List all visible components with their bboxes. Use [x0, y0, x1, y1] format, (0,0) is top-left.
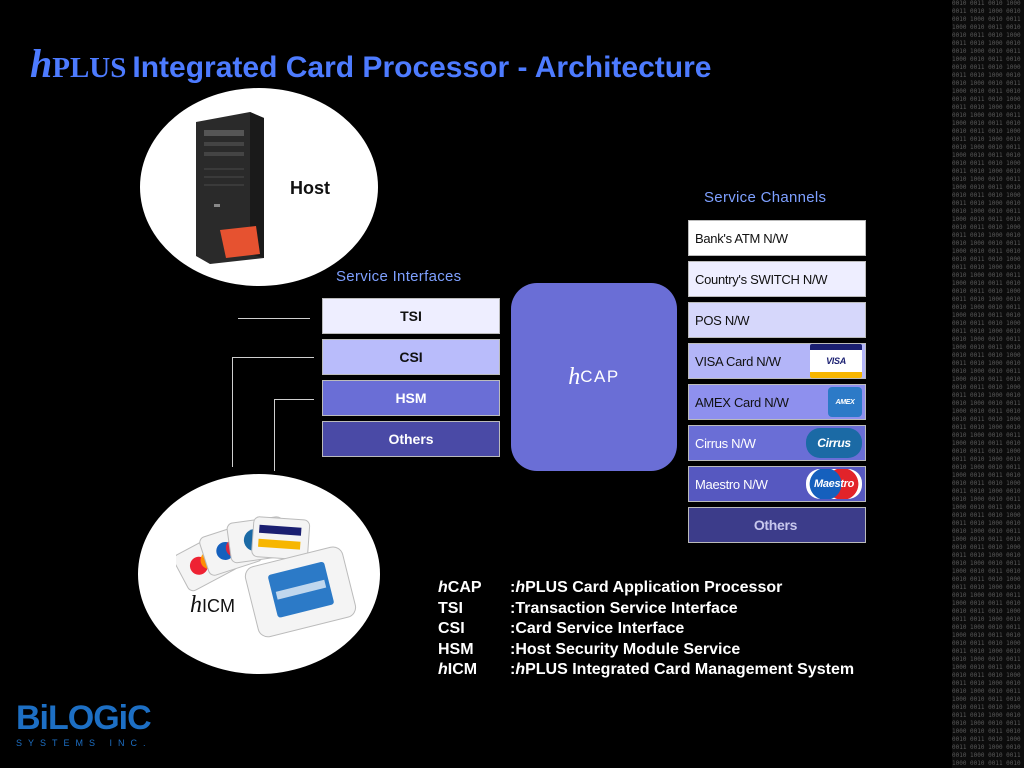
service-channel-item: Maestro N/W Maestro — [688, 466, 866, 502]
legend-abbr-h: h — [438, 579, 448, 596]
legend-sep: : — [510, 661, 516, 678]
service-channel-label: VISA Card N/W — [695, 353, 781, 369]
hcap-label: CAP — [580, 367, 620, 386]
title-h: h — [30, 41, 53, 86]
legend-sep: : — [510, 579, 516, 596]
legend-sep: : — [510, 599, 516, 617]
service-channel-label: Others — [753, 517, 798, 533]
legend-sep: : — [510, 620, 516, 637]
host-label: Host — [290, 178, 330, 198]
service-channel-item: Bank's ATM N/W — [688, 220, 866, 256]
hcap-h: h — [568, 363, 581, 390]
service-channel-label: POS N/W — [695, 312, 750, 328]
legend-abbr: ICM — [447, 661, 478, 678]
service-channel-item: Country's SWITCH N/W — [688, 261, 866, 297]
service-interface-tsi: TSI — [322, 298, 500, 334]
maestro-logo-icon: Maestro — [806, 469, 862, 499]
service-channel-item: Cirrus N/W Cirrus — [688, 425, 866, 461]
service-channel-label: AMEX Card N/W — [695, 394, 789, 410]
service-channel-item: VISA Card N/W VISA — [688, 343, 866, 379]
amex-logo-icon: AMEX — [828, 387, 862, 417]
legend-row: TSI: Transaction Service Interface — [438, 599, 854, 620]
service-interfaces-heading: Service Interfaces — [336, 268, 462, 285]
service-interface-csi: CSI — [322, 339, 500, 375]
visa-logo-icon: VISA — [810, 344, 862, 378]
title-text: Integrated Card Processor - Architecture — [132, 51, 712, 84]
icm-text: ICM — [202, 596, 235, 616]
legend-sep: : — [510, 640, 516, 658]
server-tower-icon — [196, 112, 264, 264]
legend-abbr-h: h — [438, 661, 448, 678]
company-logo-tagline: SYSTEMS INC. — [16, 738, 152, 748]
legend-abbr: CSI — [438, 620, 465, 637]
company-logo-name: BiLOGiC — [16, 699, 152, 737]
service-channel-label: Country's SWITCH N/W — [695, 271, 828, 287]
service-channel-item: Others — [688, 507, 866, 543]
service-channels-heading: Service Channels — [704, 189, 827, 206]
connector-line — [238, 318, 310, 319]
cirrus-logo-icon: Cirrus — [806, 428, 862, 458]
legend-desc: Card Service Interface — [515, 620, 685, 637]
icm-h: h — [190, 592, 202, 618]
service-channel-item: AMEX Card N/W AMEX — [688, 384, 866, 420]
legend-desc: PLUS Integrated Card Management System — [525, 661, 855, 678]
legend-abbr: TSI — [438, 599, 463, 617]
connector-line — [274, 399, 314, 400]
icm-label: hICM — [190, 592, 235, 619]
legend-desc-h: h — [515, 661, 526, 678]
connector-line — [232, 357, 314, 358]
company-logo: BiLOGiC SYSTEMS INC. — [16, 700, 156, 748]
legend-row: HSM: Host Security Module Service — [438, 640, 854, 661]
credit-cards-icon — [176, 516, 357, 638]
service-channel-label: Bank's ATM N/W — [695, 230, 788, 246]
legend-desc: Transaction Service Interface — [515, 599, 738, 617]
legend-desc: PLUS Card Application Processor — [525, 579, 783, 596]
service-interface-others: Others — [322, 421, 500, 457]
legend-abbr: CAP — [447, 579, 482, 596]
legend-abbr: HSM — [438, 640, 474, 658]
legend-row: CSI: Card Service Interface — [438, 619, 854, 640]
service-interface-hsm: HSM — [322, 380, 500, 416]
service-channel-item: POS N/W — [688, 302, 866, 338]
legend-desc: Host Security Module Service — [515, 640, 741, 658]
binary-pattern-strip: 0010 0011 0010 1000 0011 0010 1000 0010 … — [952, 0, 1024, 768]
service-channel-label: Cirrus N/W — [695, 435, 756, 451]
legend-desc-h: h — [515, 579, 526, 596]
connector-line — [274, 399, 275, 471]
connector-line — [232, 357, 233, 467]
title-plus: PLUS — [52, 52, 127, 84]
service-channel-label: Maestro N/W — [695, 476, 768, 492]
